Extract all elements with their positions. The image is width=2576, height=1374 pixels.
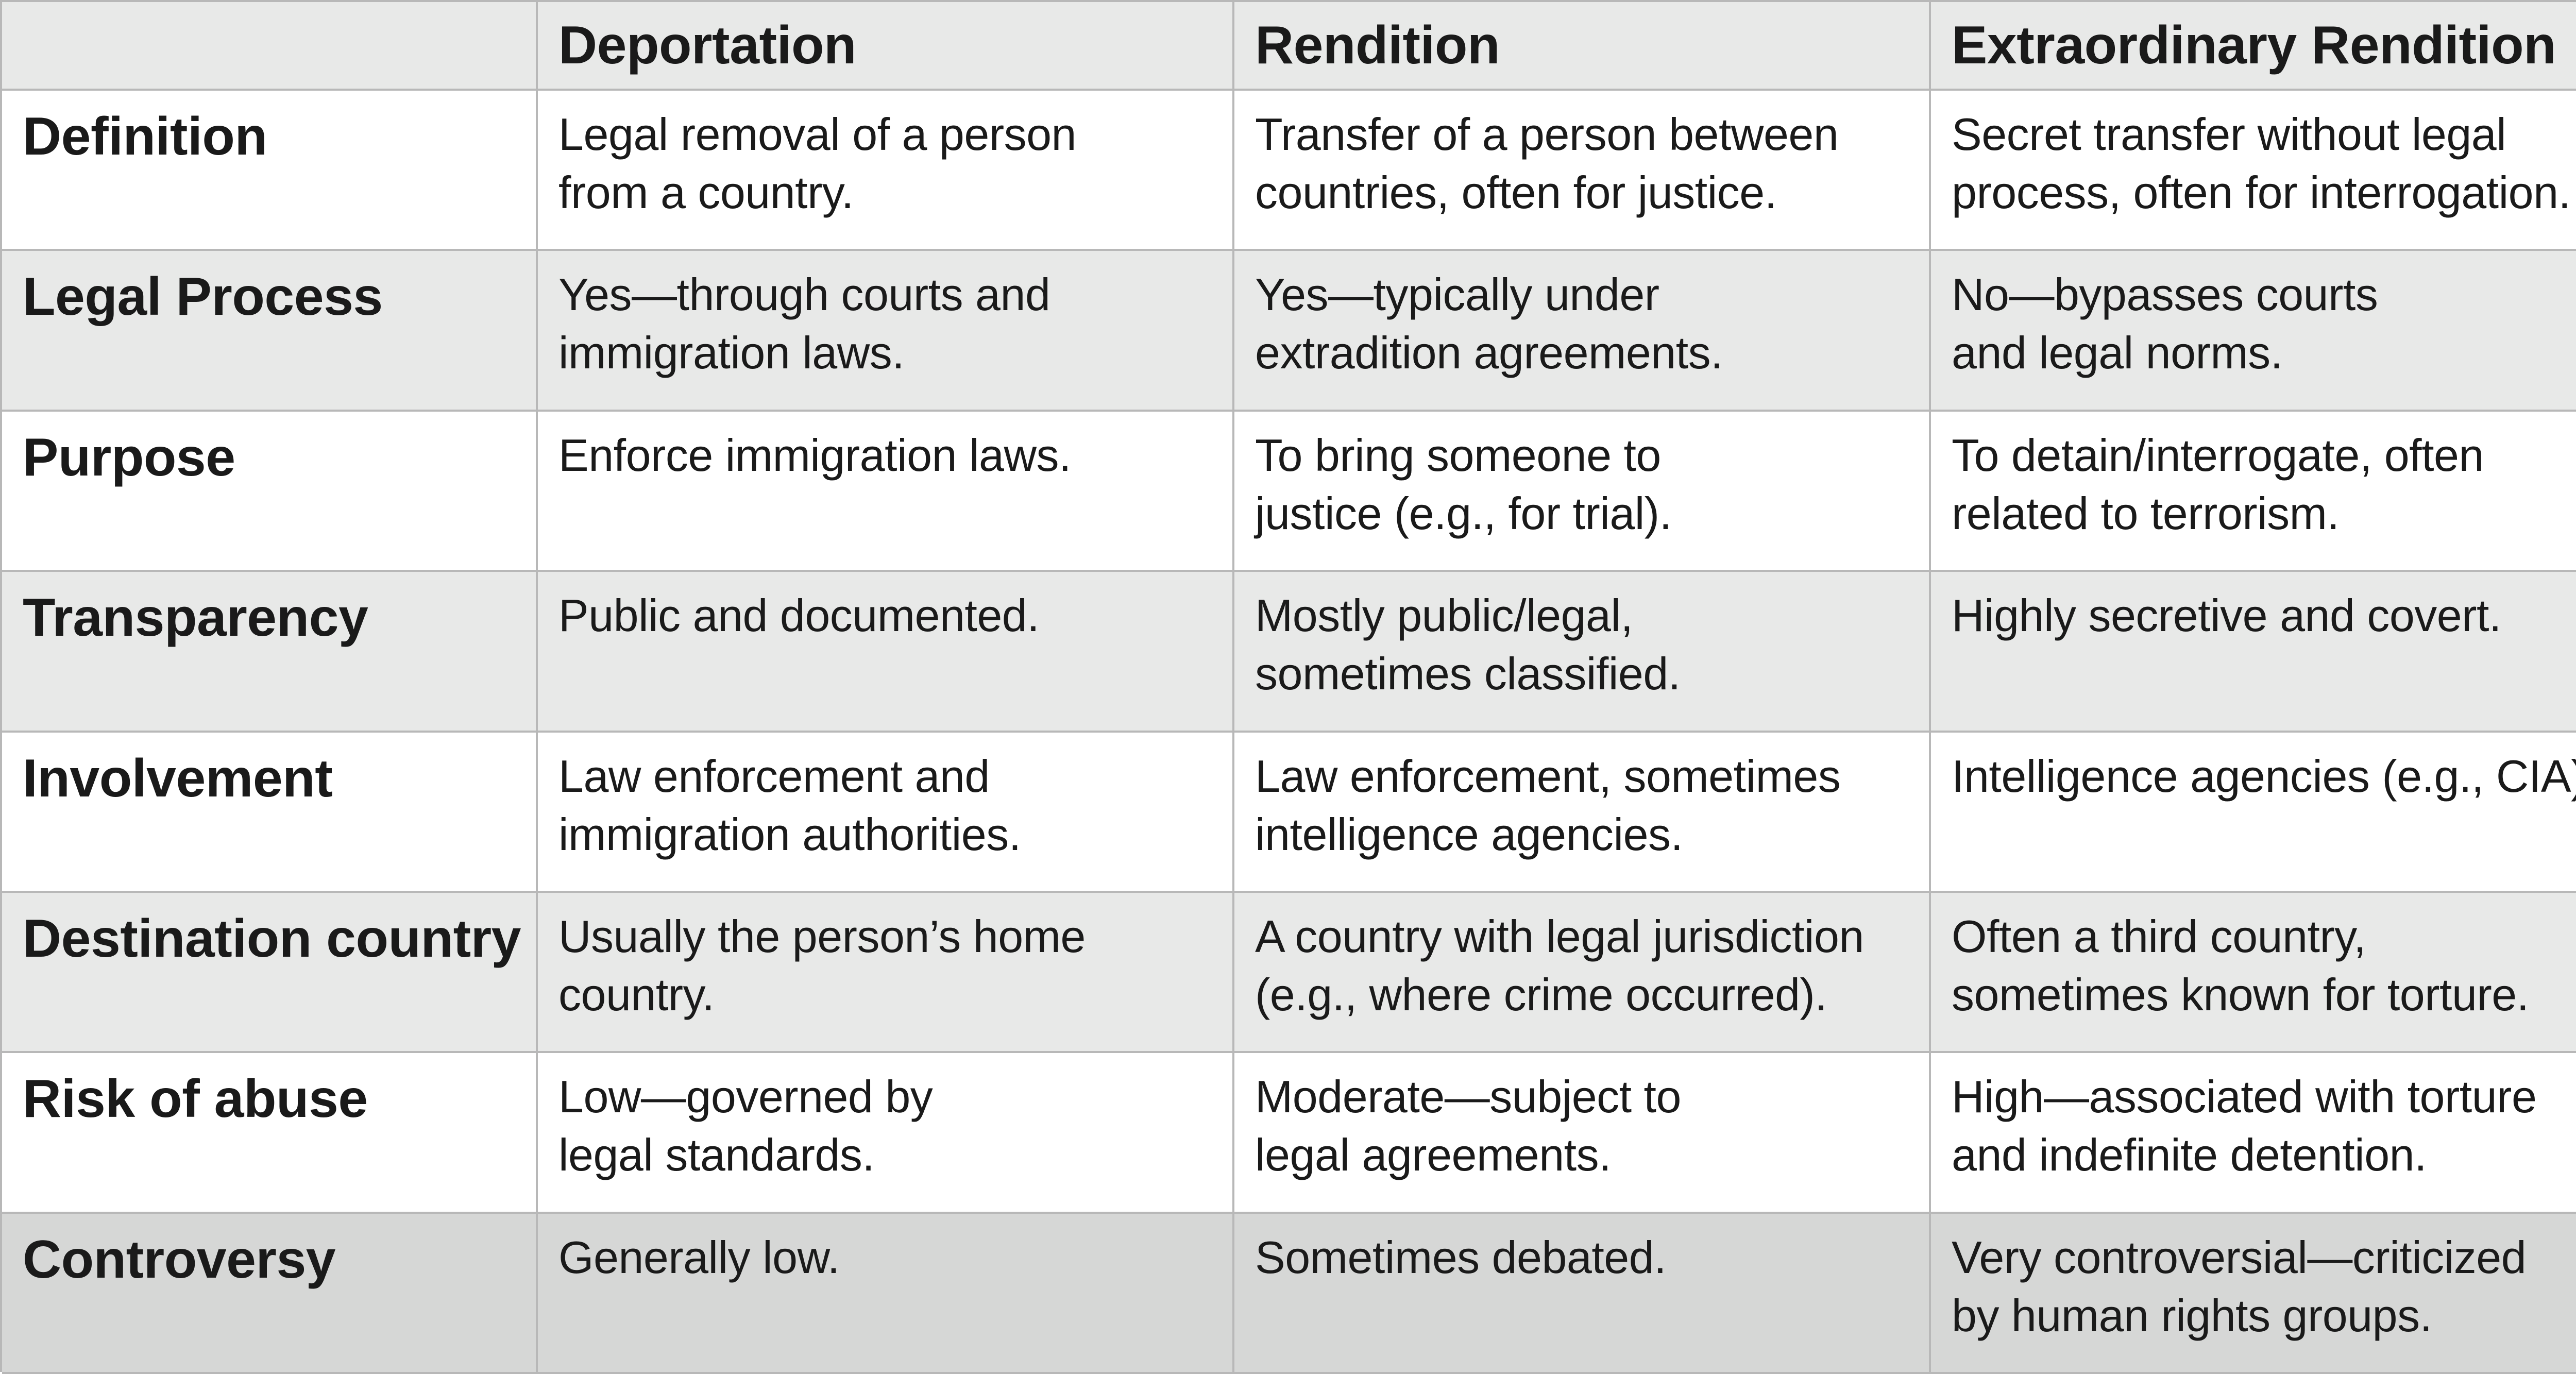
row-label-controversy: Controversy (2, 1213, 538, 1374)
table-cell: A country with legal jurisdiction (e.g.,… (1234, 892, 1931, 1054)
table-cell: To detain/interrogate, often related to … (1931, 411, 2576, 572)
table-cell: Yes—typically under extradition agreemen… (1234, 251, 1931, 412)
table-cell: High—associated with torture and indefin… (1931, 1053, 2576, 1214)
column-header-extraordinary-rendition: Extraordinary Rendition (1931, 2, 2576, 91)
row-label-purpose: Purpose (2, 411, 538, 572)
row-label-destination-country: Destination country (2, 892, 538, 1054)
table-cell: Moderate—subject to legal agreements. (1234, 1053, 1931, 1214)
row-label-transparency: Transparency (2, 572, 538, 733)
table-cell: Yes—through courts and immigration laws. (538, 251, 1234, 412)
row-label-involvement: Involvement (2, 732, 538, 893)
table-cell: Low—governed by legal standards. (538, 1053, 1234, 1214)
header-corner-cell (2, 2, 538, 91)
table-cell: Secret transfer without legal process, o… (1931, 91, 2576, 251)
table-cell: Legal removal of a person from a country… (538, 91, 1234, 251)
table-cell: Highly secretive and covert. (1931, 572, 2576, 733)
table-cell: Very controversial—criticized by human r… (1931, 1213, 2576, 1374)
row-label-legal-process: Legal Process (2, 251, 538, 412)
table-cell: Enforce immigration laws. (538, 411, 1234, 572)
table-cell: Usually the person’s home country. (538, 892, 1234, 1054)
column-header-rendition: Rendition (1234, 2, 1931, 91)
table-cell: To bring someone to justice (e.g., for t… (1234, 411, 1931, 572)
table-cell: No—bypasses courts and legal norms. (1931, 251, 2576, 412)
table-cell: Law enforcement and immigration authorit… (538, 732, 1234, 893)
row-label-risk-of-abuse: Risk of abuse (2, 1053, 538, 1214)
table-cell: Generally low. (538, 1213, 1234, 1374)
table-cell: Public and documented. (538, 572, 1234, 733)
row-label-definition: Definition (2, 91, 538, 251)
table-cell: Often a third country, sometimes known f… (1931, 892, 2576, 1054)
table-cell: Law enforcement, sometimes intelligence … (1234, 732, 1931, 893)
column-header-deportation: Deportation (538, 2, 1234, 91)
table-cell: Sometimes debated. (1234, 1213, 1931, 1374)
table-cell: Transfer of a person between countries, … (1234, 91, 1931, 251)
table-cell: Intelligence agencies (e.g., CIA). (1931, 732, 2576, 893)
table-cell: Mostly public/legal, sometimes classifie… (1234, 572, 1931, 733)
